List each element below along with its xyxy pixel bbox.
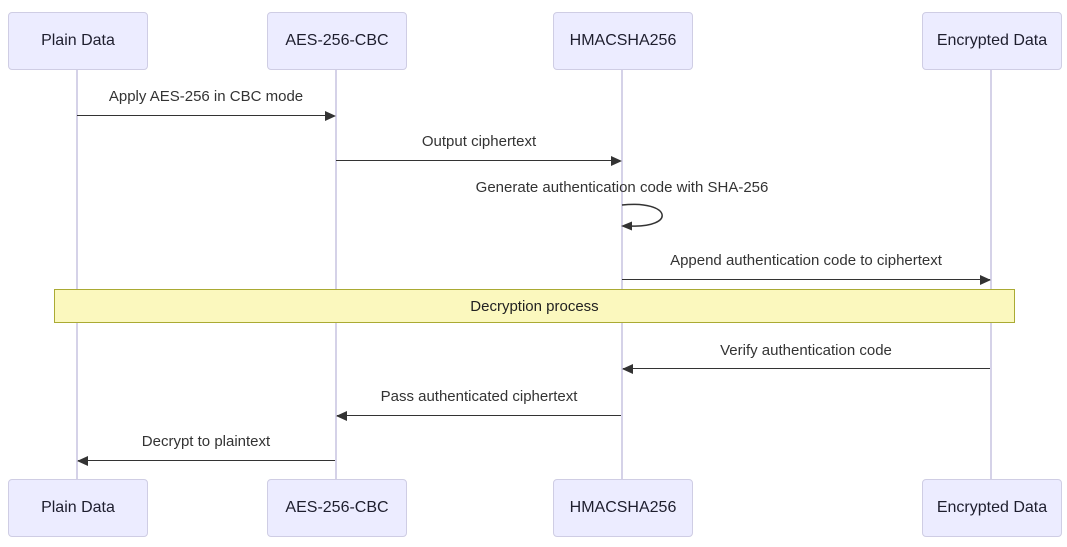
message-label-append-auth-code: Append authentication code to ciphertext: [670, 252, 942, 269]
message-label-generate-auth-code: Generate authentication code with SHA-25…: [475, 179, 769, 196]
participant-label: Encrypted Data: [936, 32, 1048, 49]
arrowhead-right-icon: [980, 275, 991, 285]
message-label-pass-ciphertext: Pass authenticated ciphertext: [380, 388, 578, 405]
participant-aes-256-cbc-top: AES-256-CBC: [267, 12, 407, 70]
arrowhead-left-icon: [622, 364, 633, 374]
participant-label: Encrypted Data: [936, 499, 1048, 516]
participant-plain-data-top: Plain Data: [8, 12, 148, 70]
message-arrow-verify-auth-code: [623, 368, 990, 369]
participant-plain-data-bottom: Plain Data: [8, 479, 148, 537]
participant-hmacsha256-top: HMACSHA256: [553, 12, 693, 70]
participant-aes-256-cbc-bottom: AES-256-CBC: [267, 479, 407, 537]
message-arrow-output-ciphertext: [336, 160, 620, 161]
note-decryption-process: Decryption process: [54, 289, 1015, 323]
participant-encrypted-data-bottom: Encrypted Data: [922, 479, 1062, 537]
participant-encrypted-data-top: Encrypted Data: [922, 12, 1062, 70]
message-label-decrypt-plaintext: Decrypt to plaintext: [141, 433, 271, 450]
arrowhead-left-icon: [336, 411, 347, 421]
message-label-output-ciphertext: Output ciphertext: [421, 133, 537, 150]
participant-hmacsha256-bottom: HMACSHA256: [553, 479, 693, 537]
participant-label: AES-256-CBC: [285, 499, 389, 516]
lifeline-encrypted-data: [990, 70, 992, 479]
participant-label: Plain Data: [41, 499, 115, 516]
message-arrow-append-auth-code: [622, 279, 990, 280]
lifeline-plain-data: [76, 70, 78, 479]
arrowhead-right-icon: [611, 156, 622, 166]
message-label-apply-aes: Apply AES-256 in CBC mode: [108, 88, 304, 105]
arrowhead-right-icon: [325, 111, 336, 121]
lifeline-aes-256-cbc: [335, 70, 337, 479]
participant-label: Plain Data: [41, 32, 115, 49]
message-label-verify-auth-code: Verify authentication code: [720, 342, 892, 359]
self-loop-arrow-icon: [621, 203, 663, 231]
participant-label: HMACSHA256: [569, 32, 677, 49]
message-arrow-decrypt-plaintext: [78, 460, 335, 461]
arrowhead-left-icon: [77, 456, 88, 466]
message-arrow-pass-ciphertext: [337, 415, 621, 416]
message-arrow-apply-aes: [77, 115, 334, 116]
lifeline-hmacsha256: [621, 70, 623, 479]
note-label: Decryption process: [470, 297, 599, 315]
participant-label: AES-256-CBC: [285, 32, 389, 49]
participant-label: HMACSHA256: [569, 499, 677, 516]
